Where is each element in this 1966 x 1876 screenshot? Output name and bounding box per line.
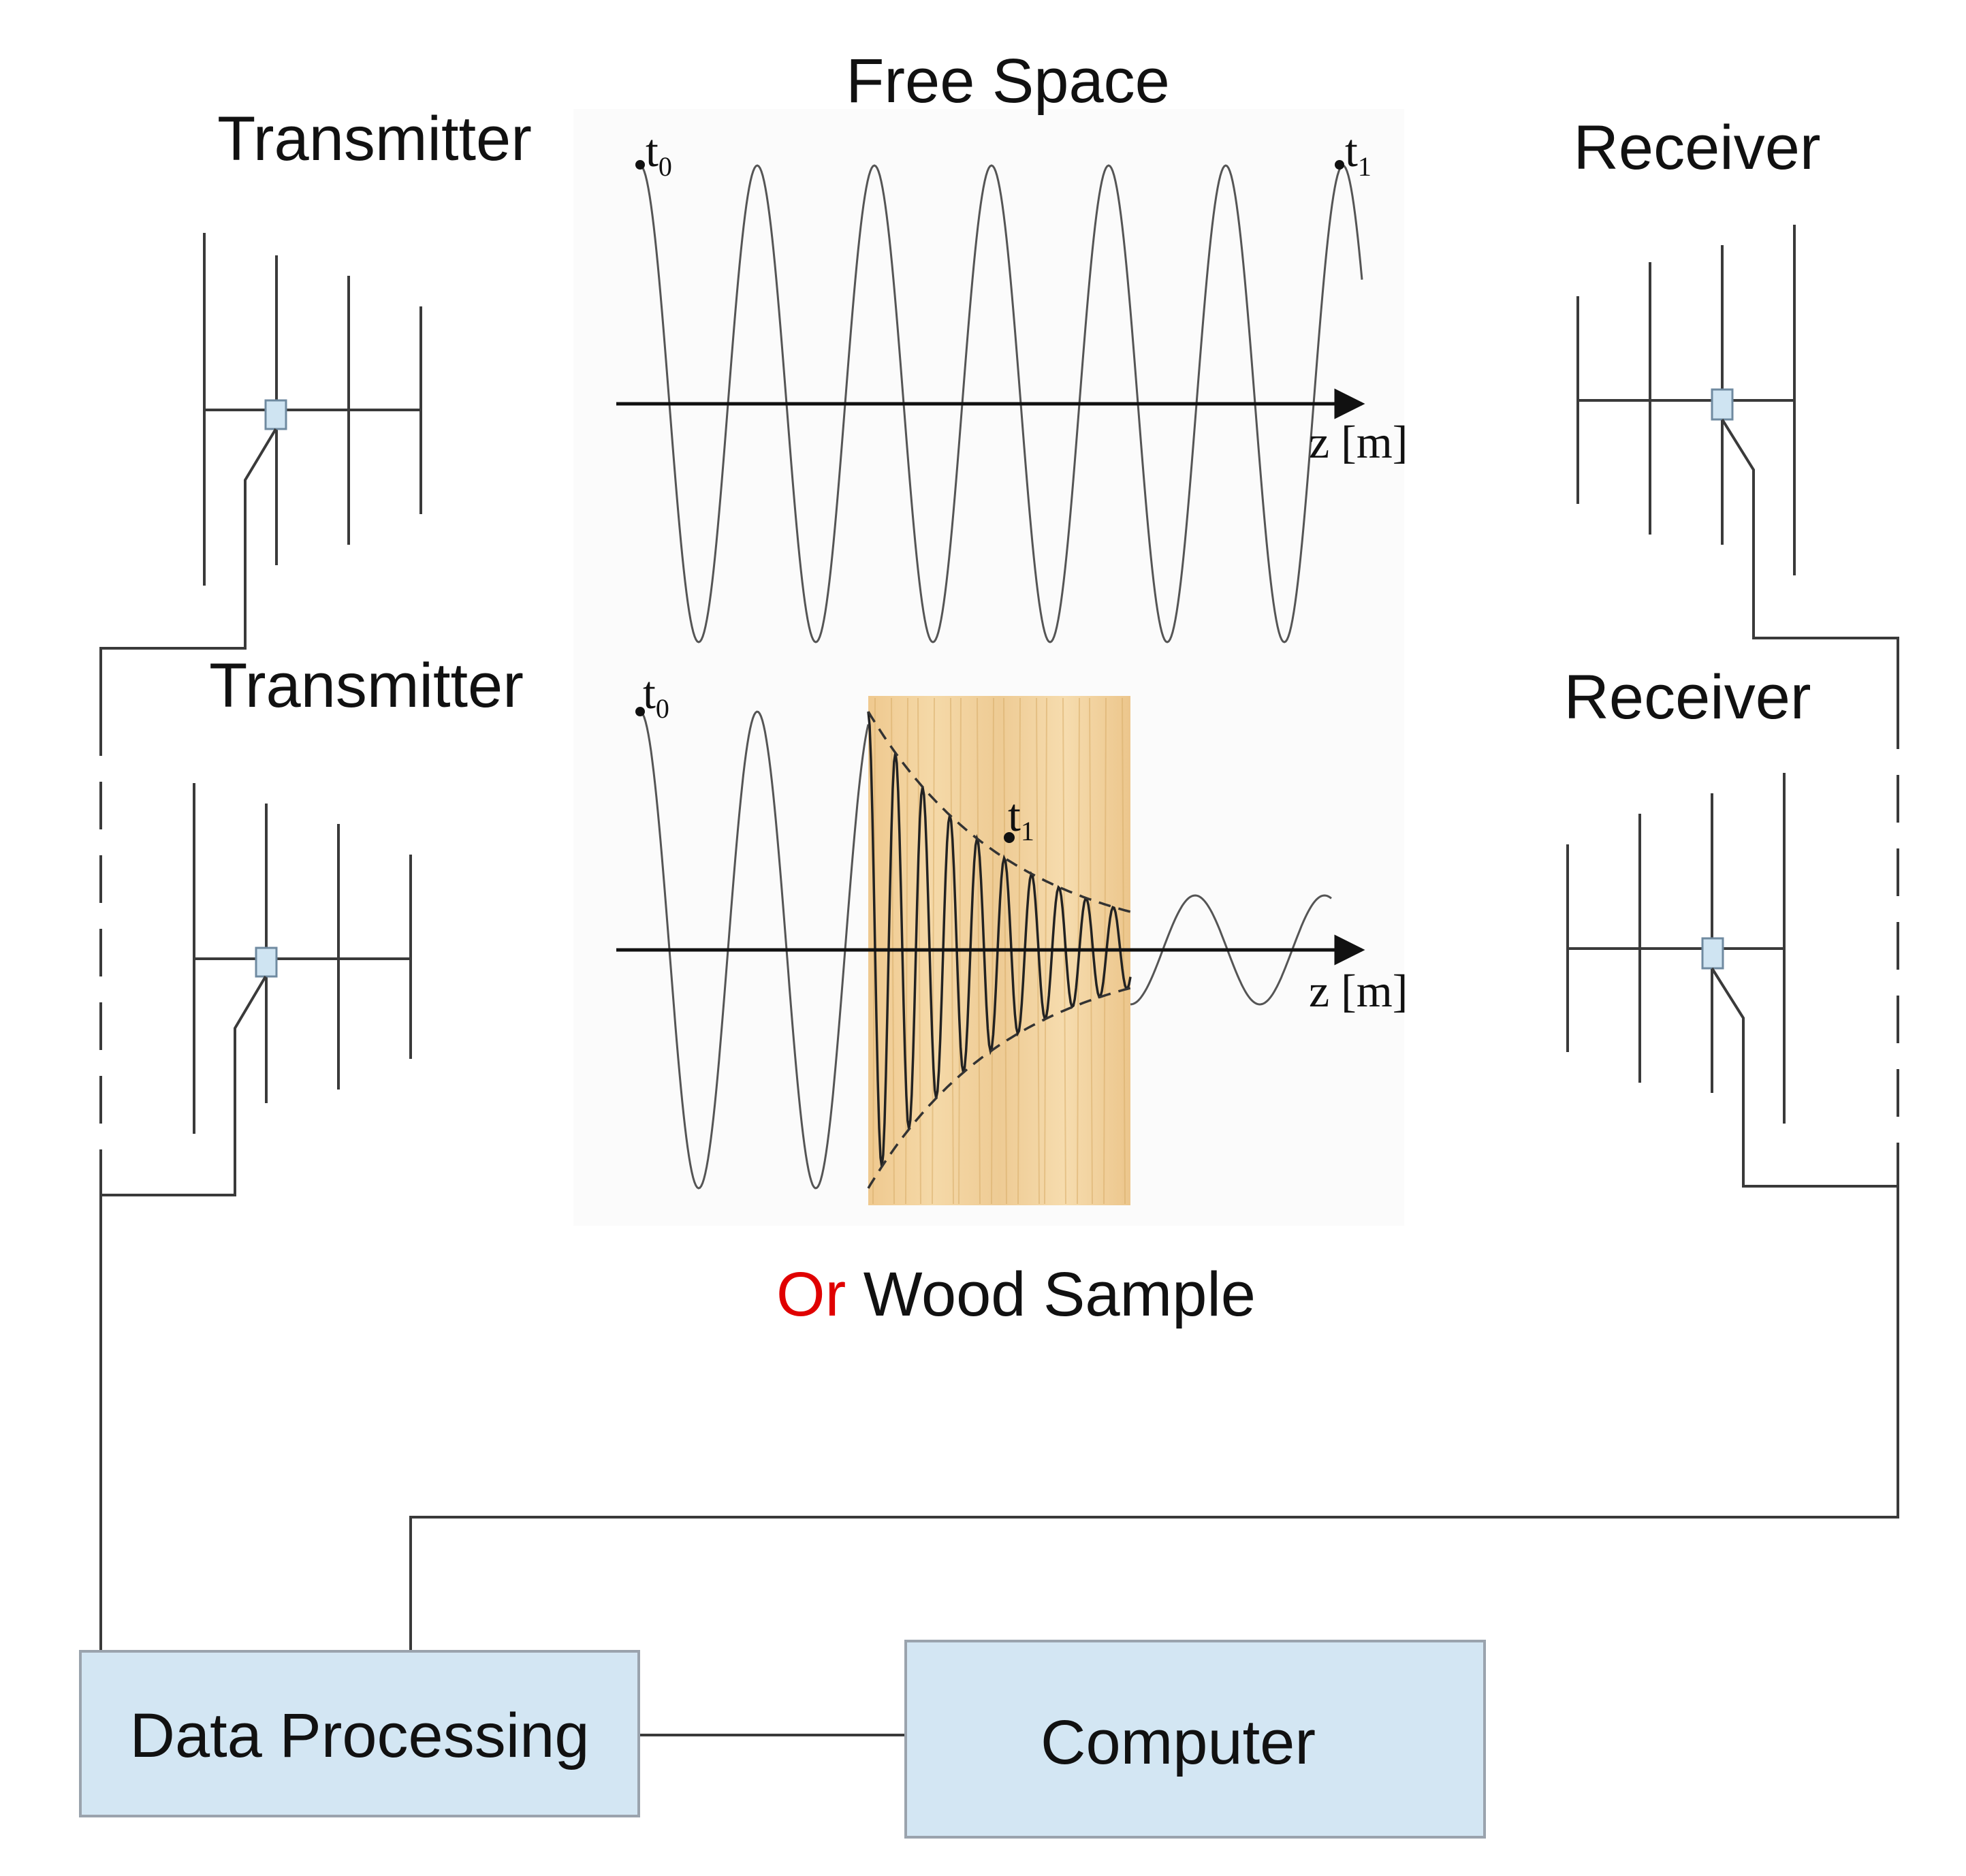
feed-point-icon (1711, 388, 1734, 421)
free-space-wave (639, 164, 1363, 643)
t0-label-top: t0 (646, 125, 672, 182)
z-axis-label-top: z [m] (1309, 416, 1408, 468)
data-processing-label: Data Processing (130, 1701, 590, 1770)
z-axis-label-bottom: z [m] (1309, 965, 1408, 1017)
t0-marker-top (635, 160, 645, 170)
t1-label-top: t1 (1345, 125, 1372, 182)
t1-label-bottom: t1 (1008, 789, 1034, 846)
feed-point-icon (264, 399, 287, 430)
or-label: Or (776, 1260, 846, 1329)
transmitter-top-antenna (99, 233, 422, 708)
receiver-bottom-label: Receiver (1564, 663, 1811, 732)
free-space-title: Free Space (846, 46, 1170, 116)
receiver-top-antenna (1576, 225, 1899, 701)
wood-sample-wave-plot: t0 t1 z [m] (616, 667, 1408, 1205)
transmitter-top-label: Transmitter (217, 104, 532, 174)
envelope-lower (867, 987, 1131, 1189)
wood-sample-caption: Or Wood Sample (776, 1260, 1256, 1329)
envelope-upper (867, 711, 1131, 913)
wood-sample-label: Wood Sample (846, 1260, 1256, 1329)
computer-label: Computer (1041, 1708, 1316, 1777)
feed-point-icon (1701, 937, 1724, 970)
incident-wave (639, 710, 870, 1190)
t1-marker-top (1335, 160, 1344, 170)
data-processing-block[interactable]: Data Processing (79, 1650, 640, 1817)
transmitter-bottom-label: Transmitter (209, 651, 524, 720)
free-space-wave-plot: t0 t1 z [m] (616, 125, 1408, 643)
t0-marker-bottom (635, 707, 645, 716)
receiver-to-data-processing-wire (409, 1186, 1899, 1651)
t0-label-bottom: t0 (643, 667, 669, 724)
receiver-top-label: Receiver (1573, 113, 1820, 182)
receiver-bottom-antenna (1566, 773, 1898, 1188)
free-space-panel (573, 109, 1404, 667)
t1-marker-bottom (1004, 832, 1015, 843)
feed-point-icon (255, 947, 278, 978)
transmitter-bottom-antenna (101, 783, 412, 1196)
computer-block[interactable]: Computer (904, 1640, 1486, 1839)
transmitted-wave (1130, 894, 1332, 1006)
